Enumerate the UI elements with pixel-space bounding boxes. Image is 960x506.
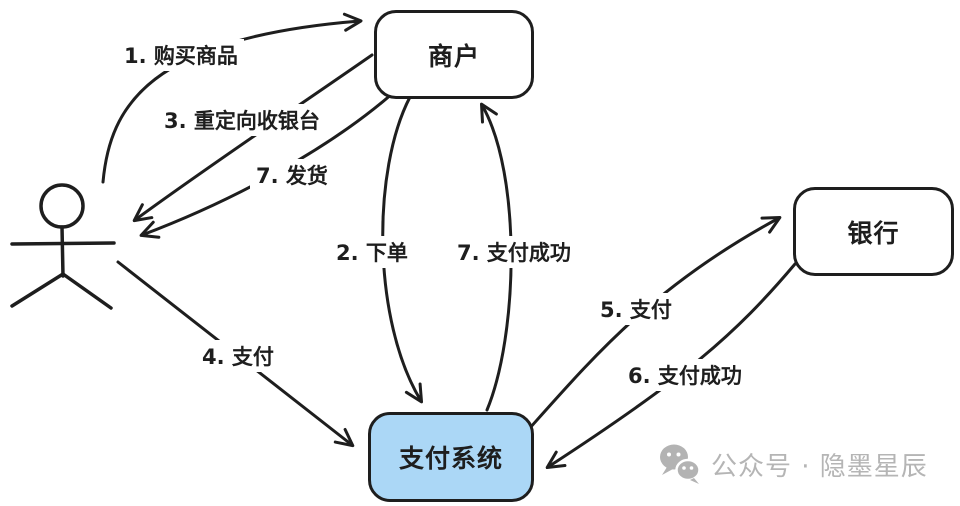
node-merchant-label: 商户 xyxy=(427,41,480,71)
node-bank: 银行 xyxy=(793,187,954,276)
node-payment-system: 支付系统 xyxy=(368,412,534,502)
edge-label-4-pay: 4. 支付 xyxy=(196,340,280,372)
edge-label-6-payment-success: 6. 支付成功 xyxy=(622,359,748,391)
watermark: 公众号 · 隐墨星辰 xyxy=(658,442,928,486)
watermark-text: 公众号 · 隐墨星辰 xyxy=(711,451,928,482)
edge-label-3-redirect-cashier: 3. 重定向收银台 xyxy=(158,104,326,136)
edge-label-7-ship-goods: 7. 发货 xyxy=(250,159,334,191)
arrow-6-payment-success-to-payment xyxy=(545,262,797,470)
arrow-1-buy-goods xyxy=(101,12,363,184)
edge-label-7-payment-success: 7. 支付成功 xyxy=(451,236,577,268)
edge-label-1-buy-goods: 1. 购买商品 xyxy=(118,39,244,71)
wechat-icon xyxy=(660,444,701,484)
edge-label-5-pay: 5. 支付 xyxy=(594,293,678,325)
node-merchant: 商户 xyxy=(374,10,534,99)
node-payment-system-label: 支付系统 xyxy=(398,444,503,473)
user-actor-icon xyxy=(10,183,116,310)
edge-label-2-place-order: 2. 下单 xyxy=(330,236,414,268)
node-bank-label: 银行 xyxy=(847,218,900,248)
